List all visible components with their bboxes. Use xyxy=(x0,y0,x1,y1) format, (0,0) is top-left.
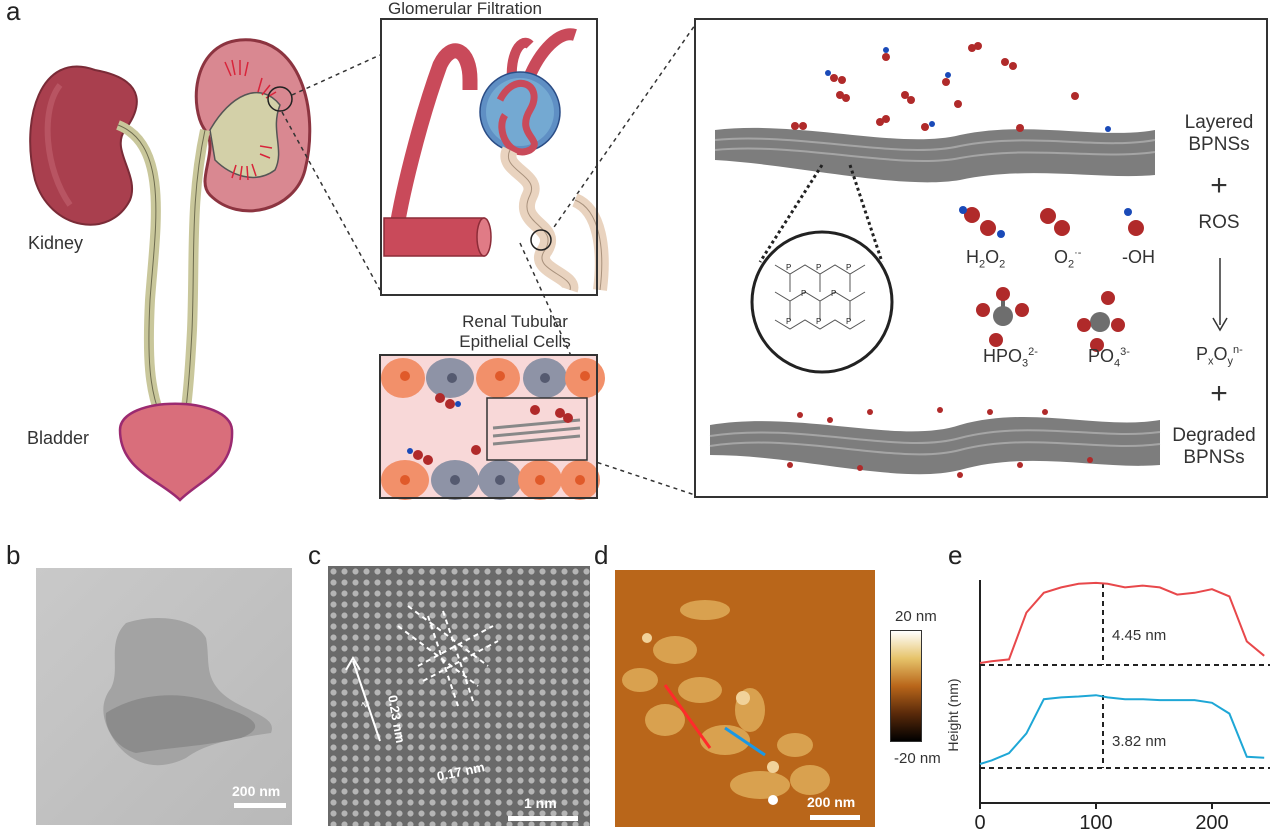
hpo3-label: HPO32- xyxy=(983,346,1038,370)
layered-bpnss-graphic xyxy=(714,127,1156,183)
height-profile-chart: 0 100 200 Height (nm) 4.45 nm 3.82 nm xyxy=(945,580,1270,831)
degraded-bpnss-label: Degraded BPNSs xyxy=(1160,425,1268,469)
svg-text:P: P xyxy=(816,317,821,326)
panel-letter-a: a xyxy=(6,0,21,26)
layered-bpnss-label: Layered BPNSs xyxy=(1170,112,1268,156)
svg-text:P: P xyxy=(786,263,791,272)
degraded-bpnss-graphic xyxy=(709,407,1161,478)
tubular-title-line2: Epithelial Cells xyxy=(459,332,571,351)
lattice-zoom-circle xyxy=(750,230,894,374)
degraded-line2: BPNSs xyxy=(1183,447,1245,468)
hpo3-molecule-icon xyxy=(976,287,1029,347)
height-value-red: 4.45 nm xyxy=(1112,627,1166,644)
bpns-mechanism-box xyxy=(694,18,1268,498)
superoxide-label: O2·- xyxy=(1054,247,1082,271)
x-tick-label-200: 200 xyxy=(1195,812,1228,831)
scale-text-c: 1 nm xyxy=(524,795,557,811)
scale-text-b: 200 nm xyxy=(232,783,281,799)
svg-text:P: P xyxy=(846,263,851,272)
height-value-blue: 3.82 nm xyxy=(1112,733,1166,750)
po4-label: PO43- xyxy=(1088,346,1130,370)
blue-profile-line xyxy=(724,726,766,757)
tem-image: 200 nm xyxy=(36,568,292,825)
scale-bar-b xyxy=(234,803,286,808)
h2o2-label: H2O2 xyxy=(966,247,1006,271)
bladder xyxy=(118,402,234,502)
tubular-box xyxy=(379,354,598,499)
svg-text:P: P xyxy=(801,289,806,298)
hrtem-image: z 0.23 nm 0.17 nm 1 nm xyxy=(328,566,590,826)
plus-sign-top: + xyxy=(1210,169,1228,202)
panel-letter-b: b xyxy=(6,540,21,570)
y-axis-label: Height (nm) xyxy=(945,678,961,751)
h2o2-molecule-icon xyxy=(959,206,1005,238)
degraded-line1: Degraded xyxy=(1172,425,1256,446)
panel-letter-e: e xyxy=(948,540,963,570)
o2-molecule-icon xyxy=(1040,208,1070,236)
layered-line2: BPNSs xyxy=(1188,134,1250,155)
red-profile-line xyxy=(663,684,712,749)
hydroxyl-label: -OH xyxy=(1122,247,1155,267)
panel-letter-d: d xyxy=(594,540,609,570)
panel-a-illustration: P P P P P P P P xyxy=(29,24,1228,502)
afm-image: 200 nm xyxy=(615,570,875,827)
cbar-bottom-label: -20 nm xyxy=(894,750,941,767)
x-tick-label-100: 100 xyxy=(1079,812,1112,831)
tubular-title-line1: Renal Tubular xyxy=(462,312,568,331)
cbar-top-label: 20 nm xyxy=(895,608,937,625)
color-scale-bar xyxy=(890,630,922,742)
svg-text:P: P xyxy=(831,289,836,298)
svg-text:P: P xyxy=(846,317,851,326)
svg-text:P: P xyxy=(786,317,791,326)
tubular-title: Renal Tubular Epithelial Cells xyxy=(440,312,590,352)
layered-line1: Layered xyxy=(1184,112,1254,133)
profile-series-1 xyxy=(979,581,1265,664)
glomerular-box xyxy=(380,18,598,296)
d-spacing-023: 0.23 nm xyxy=(385,694,408,744)
scale-text-d: 200 nm xyxy=(807,794,856,810)
svg-text:P: P xyxy=(816,263,821,272)
plus-sign-bottom: + xyxy=(1210,377,1228,410)
kidney-label: Kidney xyxy=(28,233,84,253)
d-spacing-017: 0.17 nm xyxy=(436,759,486,784)
scale-bar-d xyxy=(810,815,860,820)
ros-label: ROS xyxy=(1198,212,1240,233)
scale-bar-c xyxy=(508,816,578,821)
pxoy-label: PxOyn- xyxy=(1196,344,1243,368)
glomerular-title: Glomerular Filtration xyxy=(388,0,542,18)
hydroxyl-molecule-icon xyxy=(1124,208,1144,236)
po4-molecule-icon xyxy=(1077,291,1125,352)
z-axis-label: z xyxy=(358,701,370,709)
x-tick-label-0: 0 xyxy=(974,812,985,831)
panel-letter-c: c xyxy=(308,540,321,570)
bladder-label: Bladder xyxy=(27,428,90,448)
profile-series-2 xyxy=(979,694,1265,765)
